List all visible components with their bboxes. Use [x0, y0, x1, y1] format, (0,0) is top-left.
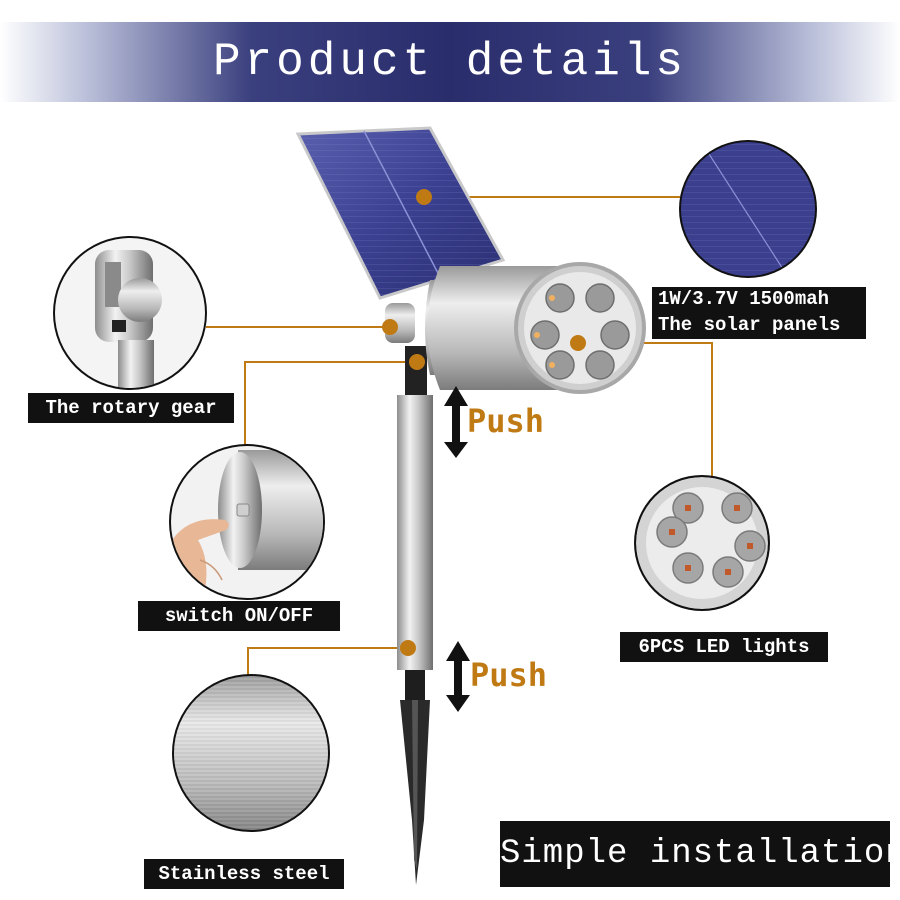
- solar-panel-zoom: [679, 140, 817, 278]
- stake-icon: [397, 346, 433, 885]
- led-label: 6PCS LED lights: [620, 632, 828, 662]
- install-label: Simple installation: [500, 821, 900, 887]
- solar-panel-icon: [295, 126, 506, 300]
- page-title: Product details: [212, 36, 688, 88]
- leader-dots: [382, 189, 586, 656]
- switch-zoom: [169, 444, 325, 600]
- push-label-lower: Push: [470, 656, 548, 694]
- leader-steel: [247, 647, 408, 676]
- led-cluster-icon: [634, 475, 770, 611]
- stainless-steel-zoom: [172, 674, 330, 832]
- rotary-gear-zoom: [53, 236, 207, 390]
- solar-spec-label: 1W/3.7V 1500mah: [652, 287, 866, 311]
- header-banner: [0, 22, 900, 102]
- solar-name-label: The solar panels: [652, 311, 866, 339]
- switch-label: switch ON/OFF: [138, 601, 340, 631]
- rotary-gear-label: The rotary gear: [28, 393, 234, 423]
- up-down-arrow-icon: [444, 386, 468, 458]
- leader-switch: [244, 361, 417, 455]
- steel-label: Stainless steel: [144, 859, 344, 889]
- up-down-arrow-icon: [446, 641, 470, 712]
- lamp-head-icon: [385, 262, 646, 394]
- push-label-upper: Push: [467, 402, 545, 440]
